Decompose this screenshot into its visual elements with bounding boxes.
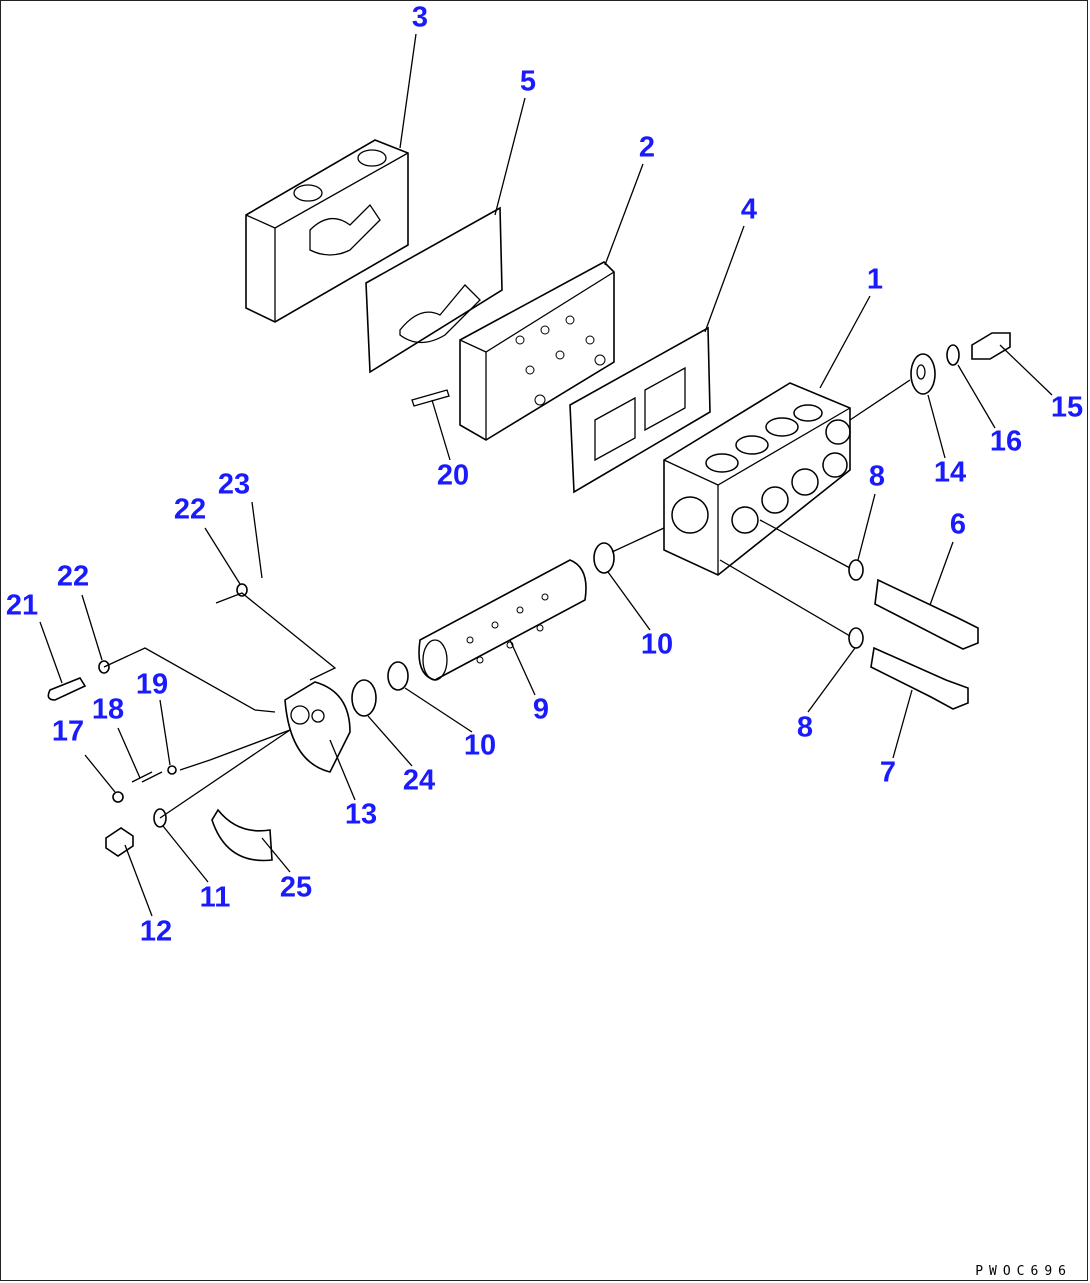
- part-25-plate: [211, 808, 273, 862]
- part-10-oring-left: [387, 661, 409, 691]
- callout-5: 5: [519, 65, 537, 98]
- part-18-spring: [131, 771, 163, 783]
- assembly-lines: [103, 379, 911, 819]
- callout-2: 2: [638, 131, 656, 164]
- callout-14: 14: [933, 456, 967, 489]
- part-17-ball: [112, 791, 124, 803]
- callout-13: 13: [344, 798, 378, 831]
- callout-23: 23: [217, 468, 251, 501]
- callout-21: 21: [5, 589, 39, 622]
- part-2-plate: [459, 261, 615, 441]
- part-16-washer: [946, 344, 960, 366]
- part-4-gasket: [569, 326, 711, 494]
- part-24-ring: [351, 679, 377, 717]
- part-15-plug: [971, 332, 1011, 360]
- callout-22: 22: [56, 560, 90, 593]
- callout-8: 8: [868, 460, 886, 493]
- part-10-oring-right: [593, 542, 615, 574]
- part-1-valve-body: [663, 382, 851, 576]
- callout-24: 24: [402, 764, 436, 797]
- part-22-washer-top: [236, 583, 248, 597]
- part-8-washer-lower: [848, 627, 864, 649]
- callout-10: 10: [640, 628, 674, 661]
- part-8-washer-upper: [848, 559, 864, 581]
- part-7-bolt: [870, 646, 969, 710]
- callout-7: 7: [879, 756, 897, 789]
- part-14-washer: [910, 353, 936, 395]
- part-9-spool: [418, 559, 587, 681]
- callout-16: 16: [989, 425, 1023, 458]
- callout-1: 1: [866, 263, 884, 296]
- callout-18: 18: [91, 693, 125, 726]
- callout-19: 19: [135, 668, 169, 701]
- drawing-code: PWOC696: [975, 1264, 1072, 1279]
- part-6-bolt: [874, 578, 979, 650]
- callout-10: 10: [463, 729, 497, 762]
- callout-25: 25: [279, 871, 313, 904]
- part-13-cover: [284, 681, 351, 773]
- part-21-fitting: [47, 677, 87, 701]
- callout-20: 20: [436, 459, 470, 492]
- callout-4: 4: [740, 193, 758, 226]
- callout-17: 17: [51, 715, 85, 748]
- part-3-cover-block: [245, 139, 409, 323]
- callout-15: 15: [1050, 391, 1084, 424]
- callout-8: 8: [796, 711, 814, 744]
- callout-9: 9: [532, 693, 550, 726]
- callout-3: 3: [411, 1, 429, 34]
- callout-22: 22: [173, 493, 207, 526]
- part-20-pin: [411, 389, 450, 407]
- callout-6: 6: [949, 508, 967, 541]
- callout-12: 12: [139, 915, 173, 948]
- part-5-gasket: [365, 206, 503, 374]
- callout-11: 11: [199, 881, 231, 914]
- leader-lines: [39, 33, 1053, 917]
- part-12-plug: [105, 827, 134, 857]
- part-19-ball: [167, 765, 177, 775]
